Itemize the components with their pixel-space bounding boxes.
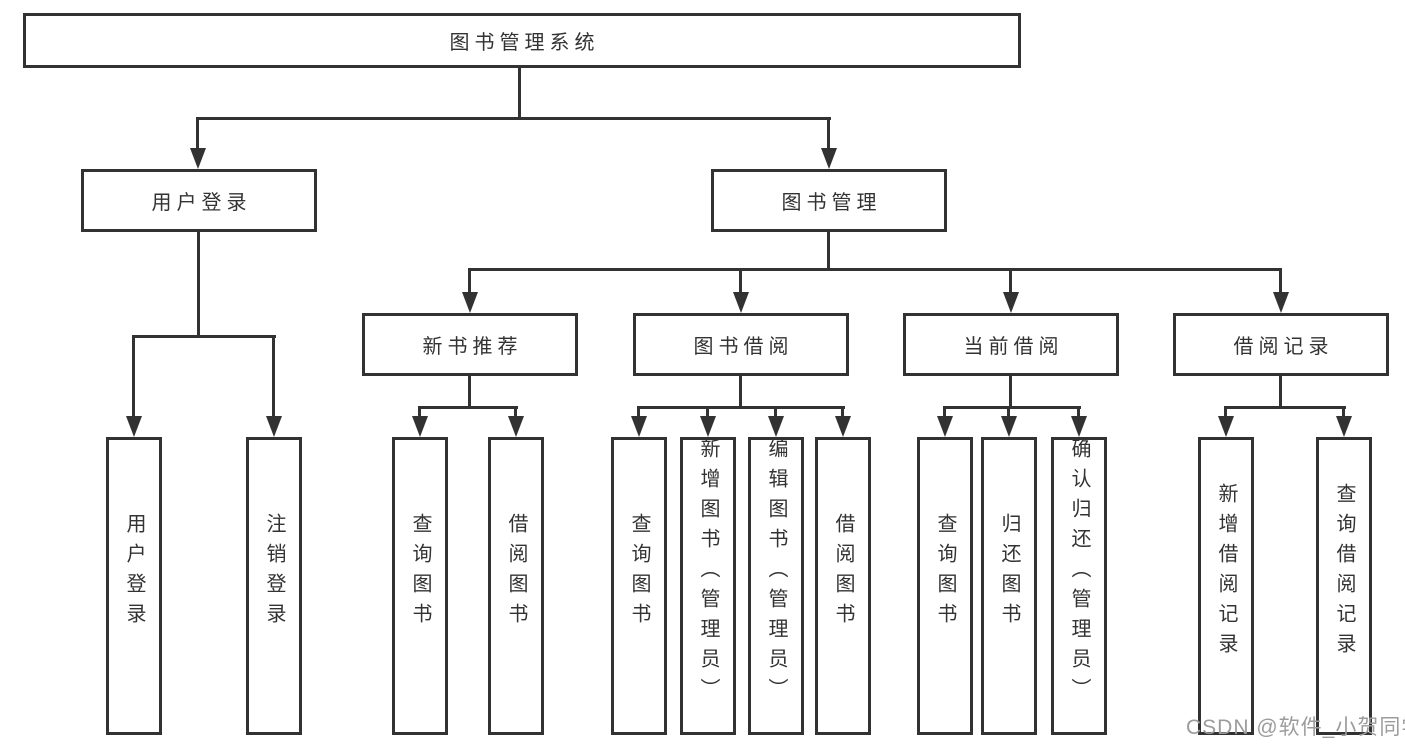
leaf-borrow-book-label: 借阅图书 <box>832 513 854 633</box>
connector-line <box>196 117 199 150</box>
arrow-down-icon <box>1273 292 1289 313</box>
leaf-borrow-query: 查询图书 <box>611 437 667 735</box>
arrow-down-icon <box>1001 416 1017 437</box>
connector-line <box>739 268 742 294</box>
connector-line <box>468 268 1282 271</box>
arrow-down-icon <box>700 416 716 437</box>
connector-line <box>1009 374 1012 408</box>
arrow-down-icon <box>768 416 784 437</box>
leaf-newbooks-borrow-label: 借阅图书 <box>505 513 527 633</box>
node-book-borrow: 图书借阅 <box>633 313 849 376</box>
connector-line <box>1342 406 1345 419</box>
leaf-borrow-add-admin-label: 新增图书（管理员） <box>697 438 719 708</box>
connector-line <box>943 406 946 419</box>
node-user-login-label: 用户登录 <box>151 192 252 214</box>
connector-line <box>468 268 471 294</box>
arrow-down-icon <box>1336 416 1352 437</box>
arrow-down-icon <box>937 416 953 437</box>
leaf-user-login-label: 用户登录 <box>123 513 145 633</box>
connector-line <box>943 406 1081 409</box>
connector-line <box>418 406 518 409</box>
node-new-books: 新书推荐 <box>362 313 578 376</box>
leaf-current-confirm-admin-label: 确认归还（管理员） <box>1068 438 1090 708</box>
arrow-down-icon <box>1071 416 1087 437</box>
node-current-borrow-label: 当前借阅 <box>963 336 1064 358</box>
leaf-current-query-label: 查询图书 <box>934 513 956 633</box>
leaf-borrow-query-label: 查询图书 <box>628 513 650 633</box>
node-borrow-records-label: 借阅记录 <box>1233 336 1334 358</box>
node-borrow-records: 借阅记录 <box>1173 313 1389 376</box>
connector-line <box>827 230 830 270</box>
leaf-records-query: 查询借阅记录 <box>1316 437 1372 735</box>
connector-line <box>1077 406 1080 419</box>
leaf-records-query-label: 查询借阅记录 <box>1333 483 1355 663</box>
leaf-borrow-book: 借阅图书 <box>815 437 871 735</box>
arrow-down-icon <box>126 416 142 437</box>
connector-line <box>827 117 830 150</box>
arrow-down-icon <box>1218 416 1234 437</box>
connector-line <box>468 374 471 408</box>
connector-line <box>514 406 517 419</box>
leaf-newbooks-query: 查询图书 <box>392 437 448 735</box>
connector-line <box>774 406 777 419</box>
connector-line <box>1224 406 1227 419</box>
arrow-down-icon <box>733 292 749 313</box>
arrow-down-icon <box>1003 292 1019 313</box>
connector-line <box>1279 268 1282 294</box>
connector-line <box>418 406 421 419</box>
node-root: 图书管理系统 <box>23 13 1021 68</box>
node-current-borrow: 当前借阅 <box>903 313 1119 376</box>
node-new-books-label: 新书推荐 <box>422 336 523 358</box>
leaf-logout-label: 注销登录 <box>263 513 285 633</box>
connector-line <box>706 406 709 419</box>
connector-line <box>637 406 845 409</box>
connector-line <box>637 406 640 419</box>
node-root-label: 图书管理系统 <box>449 32 600 54</box>
leaf-records-add: 新增借阅记录 <box>1198 437 1254 735</box>
leaf-current-return-label: 归还图书 <box>998 513 1020 633</box>
node-user-login: 用户登录 <box>81 169 317 232</box>
csdn-watermark: CSDN @软件_小贺同学 <box>1186 716 1405 739</box>
leaf-current-query: 查询图书 <box>917 437 973 735</box>
connector-line <box>518 66 521 119</box>
connector-line <box>197 230 200 337</box>
connector-line <box>739 374 742 408</box>
connector-line <box>1007 406 1010 419</box>
arrow-down-icon <box>462 292 478 313</box>
leaf-newbooks-query-label: 查询图书 <box>409 513 431 633</box>
leaf-newbooks-borrow: 借阅图书 <box>488 437 544 735</box>
node-book-borrow-label: 图书借阅 <box>693 336 794 358</box>
connector-line <box>1279 374 1282 408</box>
arrow-down-icon <box>508 416 524 437</box>
leaf-current-confirm-admin: 确认归还（管理员） <box>1051 437 1107 735</box>
leaf-user-login: 用户登录 <box>106 437 162 735</box>
leaf-borrow-edit-admin-label: 编辑图书（管理员） <box>765 438 787 708</box>
arrow-down-icon <box>412 416 428 437</box>
connector-line <box>272 335 275 418</box>
connector-line <box>197 117 831 120</box>
connector-line <box>841 406 844 419</box>
arrow-down-icon <box>631 416 647 437</box>
connector-line <box>133 335 276 338</box>
arrow-down-icon <box>835 416 851 437</box>
leaf-borrow-edit-admin: 编辑图书（管理员） <box>748 437 804 735</box>
node-book-mgmt-label: 图书管理 <box>781 192 882 214</box>
leaf-records-add-label: 新增借阅记录 <box>1215 483 1237 663</box>
connector-line <box>1224 406 1346 409</box>
leaf-current-return: 归还图书 <box>981 437 1037 735</box>
arrow-down-icon <box>821 148 837 169</box>
node-book-mgmt: 图书管理 <box>711 169 947 232</box>
leaf-borrow-add-admin: 新增图书（管理员） <box>680 437 736 735</box>
leaf-logout: 注销登录 <box>246 437 302 735</box>
arrow-down-icon <box>190 148 206 169</box>
connector-line <box>132 335 135 418</box>
connector-line <box>1009 268 1012 294</box>
arrow-down-icon <box>266 416 282 437</box>
